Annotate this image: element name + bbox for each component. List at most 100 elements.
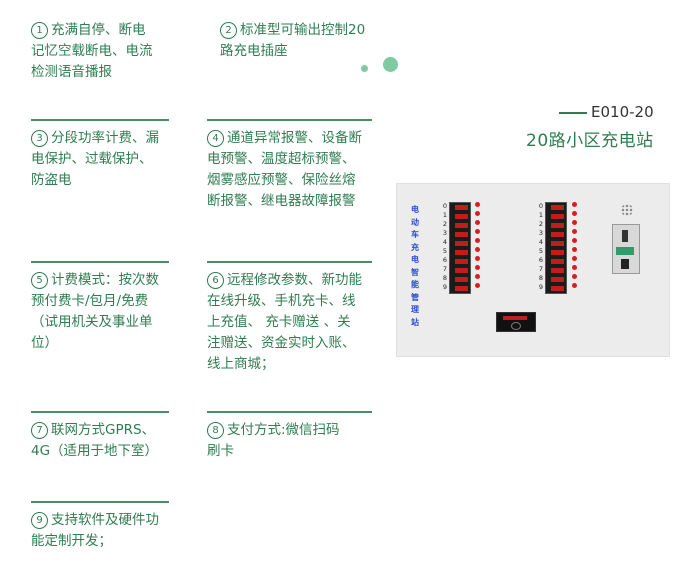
status-led [475, 247, 480, 252]
feature-number-badge: 4 [207, 130, 224, 147]
divider [31, 501, 169, 503]
channel-number: 6 [442, 256, 447, 264]
divider [31, 261, 169, 263]
status-led [475, 202, 480, 207]
channel-readout [546, 203, 566, 212]
feature-text: 联网方式GPRS、 4G（适用于地下室） [31, 422, 159, 459]
channel-display-left [449, 202, 471, 294]
status-led [572, 202, 577, 207]
channel-readout [450, 266, 470, 275]
channel-number: 4 [538, 238, 543, 246]
status-led [572, 211, 577, 216]
channel-number: 0 [442, 202, 447, 210]
status-led [572, 247, 577, 252]
status-led [572, 265, 577, 270]
status-led [475, 211, 480, 216]
channel-number: 9 [442, 283, 447, 291]
channel-number: 1 [442, 211, 447, 219]
status-led [572, 220, 577, 225]
status-led [572, 238, 577, 243]
feature-number-badge: 1 [31, 22, 48, 39]
feature-number-badge: 8 [207, 422, 224, 439]
channel-number: 3 [538, 229, 543, 237]
decor-dot-small [361, 65, 368, 72]
channel-readout [546, 257, 566, 266]
channel-readout [450, 248, 470, 257]
status-led [572, 274, 577, 279]
divider [207, 119, 372, 121]
status-led [475, 283, 480, 288]
channel-number: 5 [538, 247, 543, 255]
status-led [572, 283, 577, 288]
feature-number-badge: 6 [207, 272, 224, 289]
product-model: E010-20 [559, 103, 654, 121]
channel-number: 2 [538, 220, 543, 228]
decor-dot-large [383, 57, 398, 72]
speaker-grille-icon [621, 204, 633, 216]
card-reader [496, 312, 536, 332]
status-led [475, 220, 480, 225]
status-led [572, 229, 577, 234]
feature-number-badge: 2 [220, 22, 237, 39]
feature-text: 分段功率计费、漏 电保护、过载保护、 防盗电 [31, 130, 159, 188]
channel-number: 1 [538, 211, 543, 219]
coin-slot [612, 224, 640, 274]
channel-readout [546, 221, 566, 230]
status-led [475, 229, 480, 234]
channel-number: 9 [538, 283, 543, 291]
divider [207, 411, 372, 413]
status-led [475, 265, 480, 270]
channel-number: 7 [538, 265, 543, 273]
channel-readout [450, 230, 470, 239]
channel-readout [450, 257, 470, 266]
channel-readout [450, 203, 470, 212]
channel-number: 2 [442, 220, 447, 228]
feature-number-badge: 9 [31, 512, 48, 529]
channel-number: 8 [442, 274, 447, 282]
channel-readout [546, 275, 566, 284]
channel-number: 3 [442, 229, 447, 237]
feature-text: 远程修改参数、新功能 在线升级、手机充卡、线 上充值、 充卡赠送 、关 注赠送、… [207, 272, 362, 372]
divider [207, 261, 372, 263]
status-led [475, 256, 480, 261]
feature-number-badge: 7 [31, 422, 48, 439]
channel-readout [450, 221, 470, 230]
feature-number-badge: 5 [31, 272, 48, 289]
feature-text: 充满自停、断电 记忆空载断电、电流 检测语音播报 [31, 22, 153, 80]
model-text: E010-20 [591, 103, 654, 121]
channel-number: 0 [538, 202, 543, 210]
feature-number-badge: 3 [31, 130, 48, 147]
channel-readout [546, 248, 566, 257]
feature-text: 通道异常报警、设备断 电预警、温度超标预警、 烟雾感应预警、保险丝熔 断报警、继… [207, 130, 362, 209]
channel-readout [450, 284, 470, 293]
channel-readout [546, 212, 566, 221]
divider [31, 411, 169, 413]
feature-text: 标准型可输出控制20 路充电插座 [220, 22, 366, 59]
channel-display-right [545, 202, 567, 294]
divider [31, 119, 169, 121]
channel-readout [450, 239, 470, 248]
status-led [475, 238, 480, 243]
channel-readout [450, 275, 470, 284]
channel-readout [546, 230, 566, 239]
feature-text: 支付方式:微信扫码 刷卡 [207, 422, 340, 459]
status-leds-left [475, 202, 481, 292]
channel-number: 7 [442, 265, 447, 273]
product-title: 20路小区充电站 [526, 131, 654, 151]
status-led [475, 274, 480, 279]
channel-number: 5 [442, 247, 447, 255]
panel-label: 电动车充电智能管理站 [411, 205, 419, 327]
channel-readout [546, 284, 566, 293]
model-accent-line [559, 111, 587, 114]
